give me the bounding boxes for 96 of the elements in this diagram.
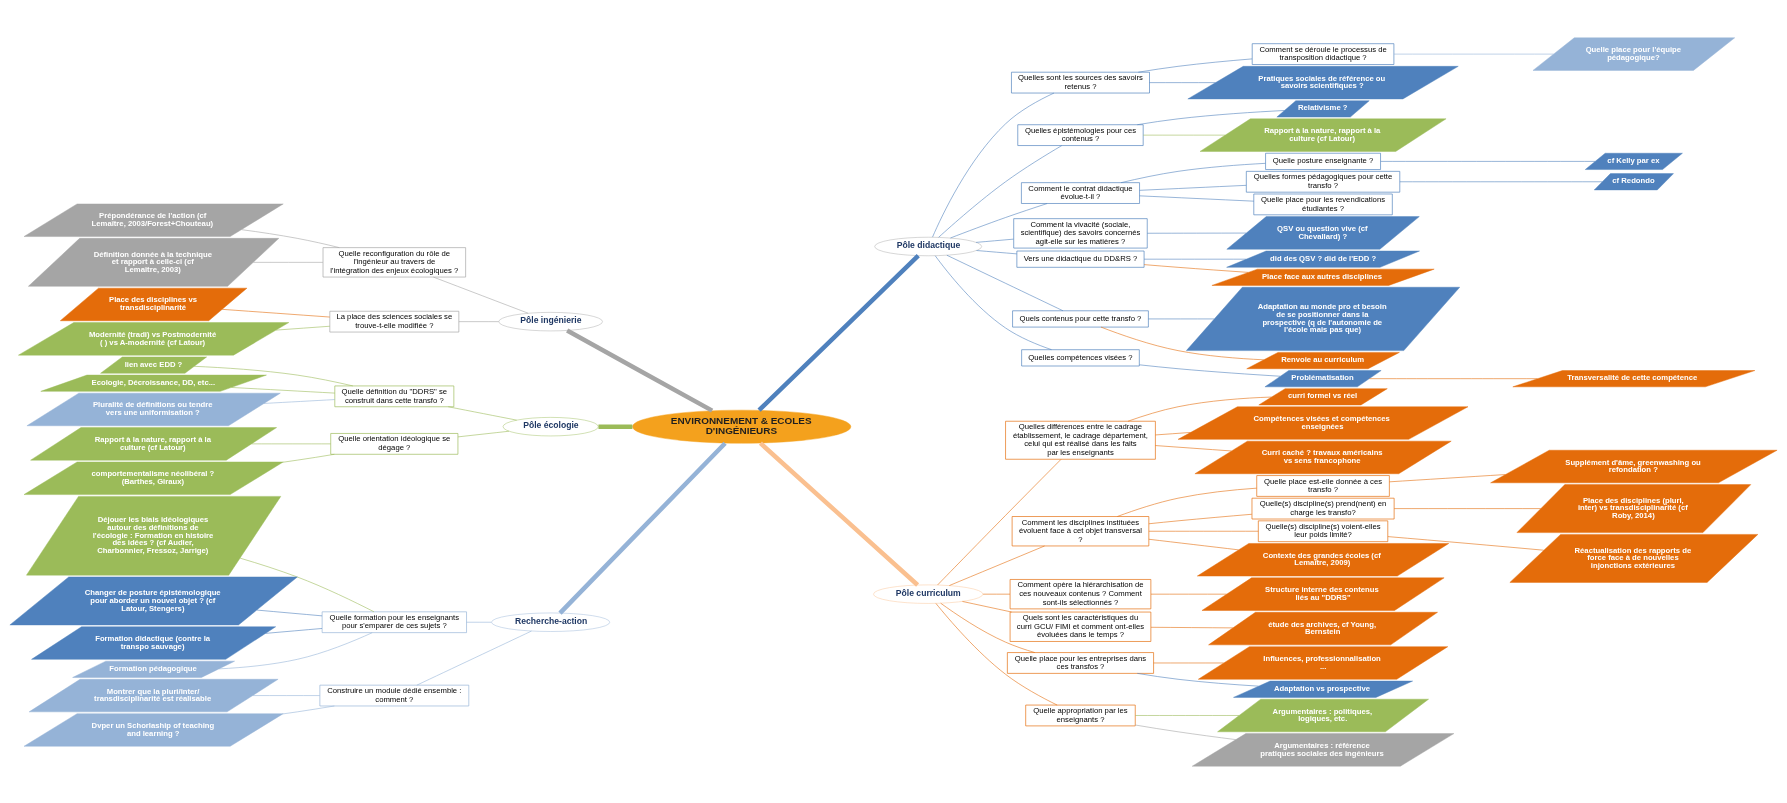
connector (757, 253, 920, 412)
connector (265, 627, 323, 634)
connector (1135, 724, 1237, 740)
connector (1155, 444, 1232, 451)
node-box: Comment le contrat didactique évolue-t-il ? (1021, 181, 1140, 204)
connector (231, 386, 336, 393)
connector (1389, 473, 1506, 482)
connector (253, 261, 324, 263)
connector (416, 630, 532, 685)
connector (263, 398, 336, 404)
connector (241, 228, 340, 248)
connector (1137, 672, 1259, 686)
connector (598, 423, 633, 429)
node-ellipse: Recherche-action (491, 612, 610, 632)
connector (239, 557, 375, 612)
connector (949, 545, 1045, 586)
connector (1137, 109, 1285, 125)
connector (193, 365, 354, 386)
connector (466, 621, 492, 623)
node-box: Construire un module dédié ensemble : comment ? (319, 684, 470, 706)
connector (458, 320, 499, 322)
connector (275, 325, 331, 330)
node-box: Quelle appropriation par les enseignants ? (1025, 704, 1136, 726)
node-box: Quelle place est-elle donnée à ces transfo ? (1256, 474, 1390, 497)
node-ellipse: Pôle ingénierie (498, 311, 603, 331)
connector (1380, 160, 1596, 162)
connector (1155, 431, 1191, 435)
connector (1139, 195, 1255, 201)
node-box: Comment les disciplines instituées évoluent face à cet objet transversal ? (1011, 515, 1150, 546)
connector (1138, 58, 1253, 72)
connector (1135, 714, 1240, 716)
connector (251, 443, 331, 444)
node-box: Quelle place pour les entreprises dans ces transfos ? (1007, 651, 1154, 674)
node-box: Quelle posture enseignante ? (1265, 152, 1381, 170)
node-box: Comment la vivacité (sociale, scientifique) des savoirs concernés agit-elle sur les matières ? (1013, 217, 1148, 248)
connector (1399, 180, 1603, 182)
connector (1393, 507, 1542, 509)
connector (946, 254, 1064, 311)
node-ellipse: Pôle écologie (502, 416, 599, 436)
connector (940, 602, 1036, 653)
connector (938, 144, 1063, 238)
connector (1127, 396, 1272, 421)
connector (1149, 81, 1216, 83)
connector (221, 308, 331, 317)
node-box: Quelles sont les sources des savoirs retenus ? (1011, 71, 1150, 93)
connector (1369, 377, 1538, 379)
node-ellipse: ENVIRONNEMENT & ECOLES D'INGÉNIEURS (632, 409, 852, 443)
connector (218, 631, 373, 669)
connector (1387, 535, 1545, 550)
node-box: Quelle définition du "DDRS" se construit dans cette transfo ? (334, 385, 455, 407)
connector (1148, 538, 1239, 550)
node-box: Quelle reconfiguration du rôle de l'ingénieur au travers de l'intégration des enjeux écologiques ? (322, 246, 466, 277)
connector (1117, 487, 1257, 517)
node-box: Quelles différences entre le cadrage établissement, le cadrage département, celui qui est réalisé dans les faits par les enseignants (1005, 420, 1156, 460)
connector (457, 430, 510, 437)
node-box: Quels sont les caractéristiques du curri GCU/ FIMI et comment ont-elles évoluées dans le temps ? (1009, 611, 1152, 642)
node-ellipse: Pôle curriculum (873, 584, 984, 604)
connector (1153, 662, 1224, 663)
connector (566, 328, 714, 413)
node-box: Quelle(s) discipline(s) prend(nent) en charge les transfo? (1251, 497, 1395, 519)
connector (1150, 593, 1227, 594)
connector (256, 609, 323, 616)
node-box: Vers une didactique du DD&RS ? (1016, 250, 1145, 268)
connector (558, 441, 727, 615)
node-box: Quelle place pour les revendications étudiantes ? (1253, 193, 1393, 215)
connector (1139, 184, 1247, 191)
connector (1143, 263, 1249, 273)
connector (1143, 258, 1247, 259)
connector (932, 92, 1055, 237)
connector (1143, 134, 1226, 135)
connector (1148, 318, 1215, 319)
node-box: Quelle formation pour les enseignants pour s'emparer de ces sujets ? (321, 611, 467, 633)
connector (758, 441, 920, 587)
connector (282, 705, 335, 714)
connector (962, 600, 1012, 612)
node-ellipse: Pôle didactique (874, 236, 982, 256)
node-box: Comment opère la hiérarchisation de ces nouveaux contenus ? Comment sont-ils sélectionnés ? (1009, 578, 1152, 609)
connector (282, 453, 335, 463)
connector (1120, 162, 1266, 183)
connector (1150, 626, 1234, 628)
connector (1139, 364, 1281, 377)
node-box: Quelles formes pédagogiques pour cette transfo ? (1246, 170, 1401, 192)
node-box: La place des sciences sociales se trouve-t-elle modifiée ? (329, 310, 460, 332)
connector (1147, 232, 1247, 234)
node-box: Comment se déroule le processus de transposition didactique ? (1251, 42, 1395, 65)
connector (433, 276, 529, 313)
connector (1393, 53, 1554, 54)
node-box: Quelles épistémologies pour ces contenus ? (1017, 123, 1144, 146)
connector (252, 694, 320, 696)
connector (447, 406, 517, 420)
node-box: Quels contenus pour cette transfo ? (1012, 309, 1149, 327)
node-box: Quelles compétences visées ? (1021, 348, 1140, 366)
connector (975, 238, 1014, 243)
connector (976, 249, 1018, 254)
node-box: Quelle(s) discipline(s) voient-elles leur poids limité? (1258, 520, 1389, 542)
node-box: Quelle orientation idéologique se dégage ? (330, 432, 459, 455)
